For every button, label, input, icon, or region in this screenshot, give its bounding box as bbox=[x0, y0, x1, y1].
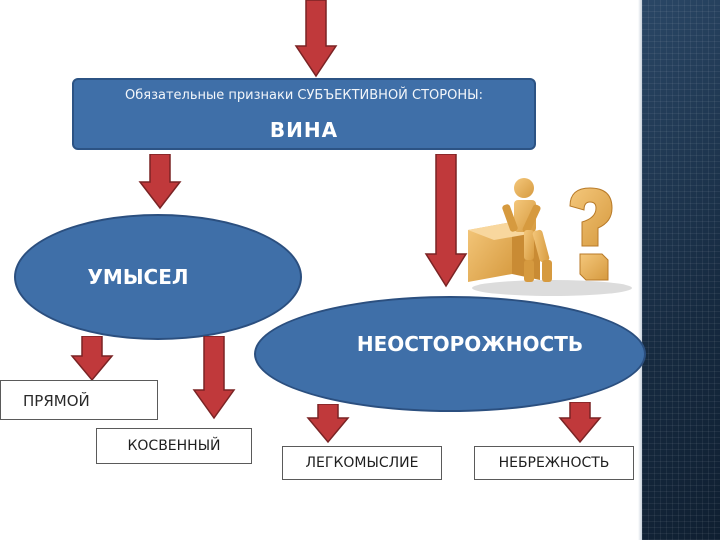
frivolity-box: ЛЕГКОМЫСЛИЕ bbox=[282, 446, 442, 480]
arrow-to-direct bbox=[70, 336, 114, 382]
side-panel-edge bbox=[638, 0, 642, 540]
arrow-to-carelessness bbox=[558, 402, 602, 444]
arrow-into-top bbox=[294, 0, 338, 78]
intent-label: УМЫСЕЛ bbox=[87, 265, 189, 289]
negligence-label: НЕОСТОРОЖНОСТЬ bbox=[356, 332, 584, 356]
intent-ellipse: УМЫСЕЛ bbox=[14, 214, 302, 340]
arrow-to-indirect bbox=[192, 336, 236, 420]
arrow-to-intent bbox=[138, 154, 182, 210]
top-box-subtitle: Обязательные признаки СУБЪЕКТИВНОЙ СТОРО… bbox=[125, 88, 483, 103]
direct-intent-box: ПРЯМОЙ bbox=[0, 380, 158, 420]
top-box-vina: Обязательные признаки СУБЪЕКТИВНОЙ СТОРО… bbox=[72, 78, 536, 150]
negligence-ellipse: НЕОСТОРОЖНОСТЬ bbox=[254, 296, 646, 412]
arrow-to-negligence bbox=[424, 154, 468, 288]
side-panel bbox=[642, 0, 720, 540]
indirect-intent-box: КОСВЕННЫЙ bbox=[96, 428, 252, 464]
arrow-to-frivolity bbox=[306, 404, 350, 444]
thinking-figure-question-mark-icon bbox=[468, 178, 632, 296]
carelessness-box: НЕБРЕЖНОСТЬ bbox=[474, 446, 634, 480]
top-box-title: ВИНА bbox=[269, 118, 339, 142]
